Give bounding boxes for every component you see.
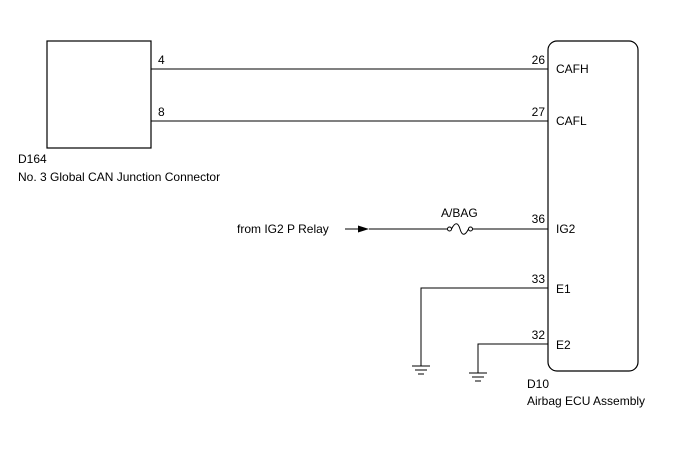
ground-icon	[469, 372, 487, 382]
wire-e2	[477, 343, 548, 373]
ground-icon	[412, 365, 430, 375]
ecu-pin-36: 36	[532, 212, 546, 226]
arrow-icon	[345, 225, 369, 233]
connector-d164-code: D164	[18, 152, 47, 166]
wire-e1	[420, 287, 548, 366]
d164-pin-4: 4	[158, 53, 165, 67]
ecu-d10-name: Airbag ECU Assembly	[527, 394, 645, 408]
ecu-pin-32: 32	[532, 328, 546, 342]
d164-pin-8: 8	[158, 105, 165, 119]
ecu-label-e2: E2	[556, 338, 571, 352]
ecu-d10-code: D10	[527, 377, 549, 391]
fuse-label: A/BAG	[441, 206, 478, 220]
ecu-d10-box	[547, 40, 639, 372]
connector-d164-box	[46, 40, 152, 149]
connector-d164-name: No. 3 Global CAN Junction Connector	[18, 170, 220, 184]
ecu-label-cafh: CAFH	[556, 62, 589, 76]
ecu-label-cafl: CAFL	[556, 114, 587, 128]
fuse-icon	[447, 223, 473, 235]
ecu-pin-26: 26	[532, 53, 546, 67]
ecu-pin-33: 33	[532, 272, 546, 286]
ecu-pin-27: 27	[532, 105, 546, 119]
ecu-label-e1: E1	[556, 282, 571, 296]
ecu-label-ig2: IG2	[556, 222, 576, 236]
power-source-text: from IG2 P Relay	[237, 222, 329, 236]
